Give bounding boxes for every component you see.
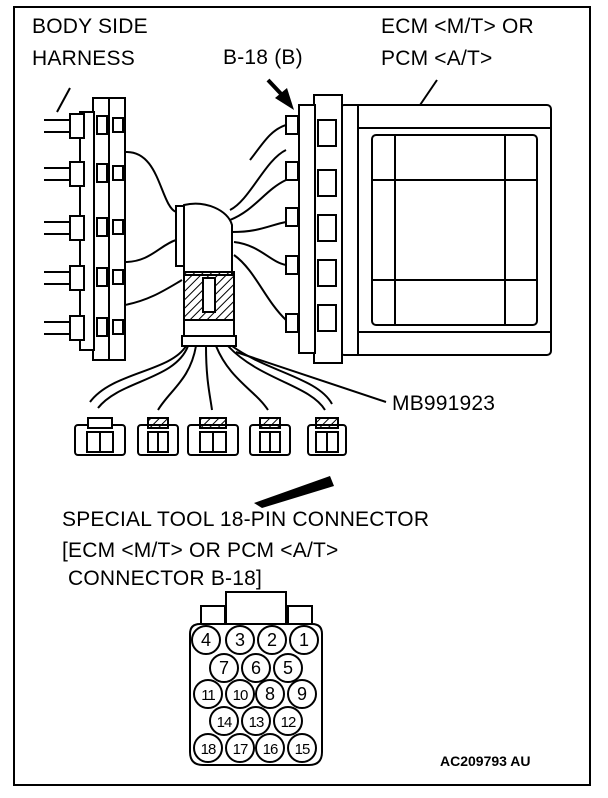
fanout-wires [89, 345, 333, 411]
pin-label: 2 [267, 630, 277, 650]
body-side-harness-label-line2: HARNESS [32, 47, 135, 70]
pin-7: 7 [209, 653, 239, 683]
pin-14: 14 [209, 706, 239, 736]
pin-label: 7 [219, 658, 229, 678]
tool-connector-5 [307, 417, 347, 456]
pin-5: 5 [273, 653, 303, 683]
pin-15: 15 [287, 733, 317, 763]
special-tool-label-line1: SPECIAL TOOL 18-PIN CONNECTOR [62, 508, 430, 531]
pin-label: 12 [281, 714, 296, 731]
figure-code: AC209793 AU [440, 753, 531, 769]
pin-label: 5 [283, 658, 293, 678]
tool-leader-line [235, 351, 387, 403]
pin-label: 6 [251, 658, 261, 678]
pin-6: 6 [241, 653, 271, 683]
tool-number-label: MB991923 [392, 392, 496, 415]
pin-1: 1 [289, 625, 319, 655]
special-tool-label-line3: CONNECTOR B-18] [62, 567, 263, 590]
tool-connector-3 [187, 417, 239, 456]
ecm-terminals [285, 115, 299, 333]
pin-10: 10 [225, 679, 255, 709]
pin-12: 12 [273, 706, 303, 736]
pin-2: 2 [257, 625, 287, 655]
ecm-pcm-unit [285, 79, 552, 364]
body-side-harness-connector [44, 87, 126, 361]
pin-9: 9 [287, 679, 317, 709]
tool-connector-1 [74, 417, 126, 456]
special-tool-pointer-arrow [254, 476, 334, 508]
body-side-terminals [44, 113, 124, 341]
pin-17: 17 [225, 733, 255, 763]
tool-connector-2 [137, 417, 179, 456]
ecm-pcm-label-line2: PCM <A/T> [381, 47, 493, 70]
tool-output-connectors [74, 417, 347, 456]
ecm-pcm-label-line1: ECM <M/T> OR [381, 15, 534, 38]
connector-ref-label: B-18 (B) [223, 46, 303, 69]
pin-label: 18 [201, 741, 216, 758]
pin-label: 17 [233, 741, 248, 758]
pin-label: 8 [265, 684, 275, 704]
pin-4: 4 [191, 625, 221, 655]
pin-label: 15 [295, 741, 310, 758]
pin-label: 14 [217, 714, 232, 731]
special-tool-body [175, 202, 237, 347]
special-tool-label-line2: [ECM <M/T> OR PCM <A/T> [62, 539, 339, 562]
harness-wires [124, 124, 287, 321]
pin-11: 11 [193, 679, 223, 709]
figure-frame [13, 6, 591, 786]
pin-16: 16 [255, 733, 285, 763]
pin-3: 3 [225, 625, 255, 655]
pin-label: 13 [249, 714, 264, 731]
pin-label: 9 [297, 684, 307, 704]
pin-label: 10 [233, 687, 248, 704]
pin-18: 18 [193, 733, 223, 763]
pin-8: 8 [255, 679, 285, 709]
pin-label: 1 [299, 630, 309, 650]
tool-connector-4 [249, 417, 291, 456]
pin-13: 13 [241, 706, 271, 736]
pin-label: 16 [263, 741, 278, 758]
pin-label: 3 [235, 630, 245, 650]
pin-label: 11 [201, 687, 215, 704]
body-side-harness-label-line1: BODY SIDE [32, 15, 148, 38]
pin-label: 4 [201, 630, 211, 650]
b18-pointer-arrow [266, 78, 294, 110]
